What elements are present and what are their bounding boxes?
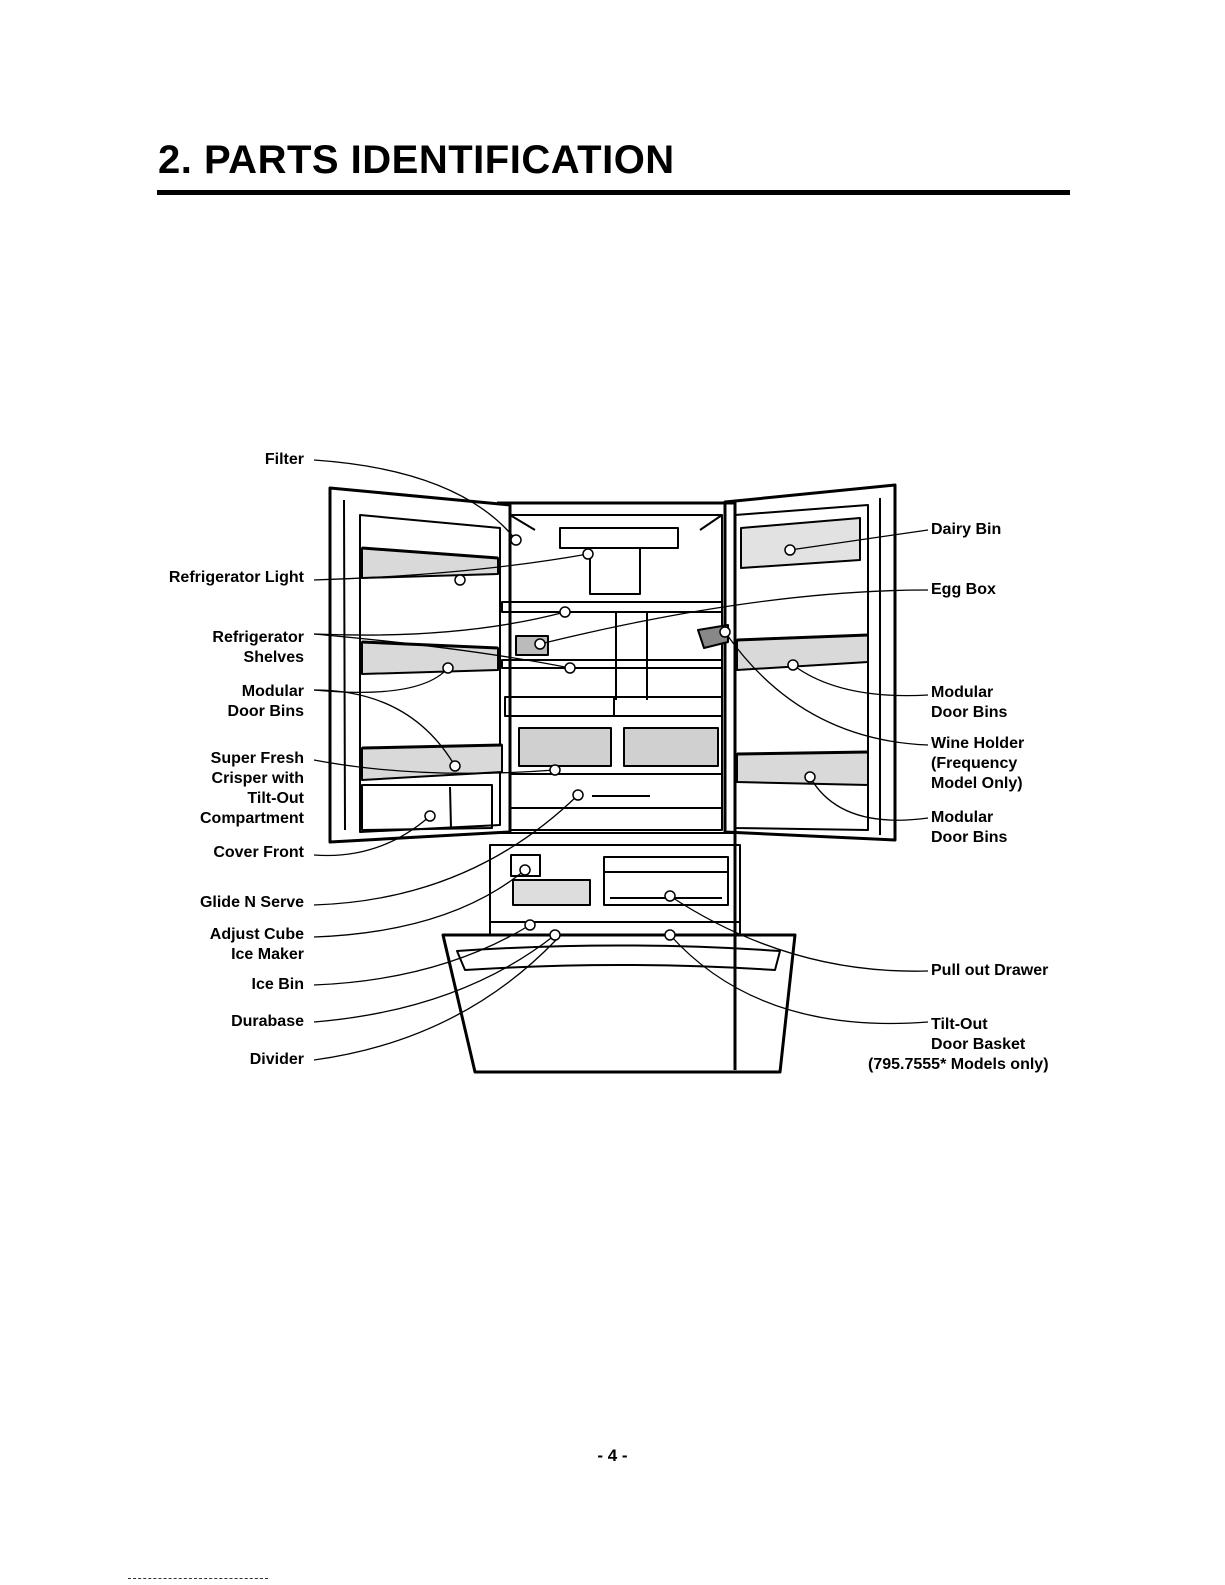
callout-markers (424, 534, 816, 941)
label-refrigerator-light: Refrigerator Light (168, 569, 304, 586)
label-dairy-bin: Dairy Bin (931, 521, 1002, 538)
left-door (328, 486, 512, 844)
leader-lines (313, 459, 929, 1061)
dairy-bin-shape (740, 517, 861, 569)
cover-front-panel (361, 784, 493, 831)
label-cover-front: Cover Front (213, 844, 304, 861)
shelf-lower (501, 659, 723, 669)
door-bin-lower-left (361, 744, 503, 781)
crisper-lid (504, 696, 723, 717)
page-number: - 4 - (597, 1446, 628, 1465)
crisper-right (623, 727, 719, 767)
cabinet (489, 501, 741, 1070)
label-glide-n-serve: Glide N Serve (199, 894, 304, 911)
footer-rule (128, 1578, 268, 1579)
label-tilt-out-door-basket: Tilt-Out Door Basket (795.7555* Models o… (868, 1016, 1049, 1073)
light-housing (559, 527, 679, 549)
label-filter: Filter (264, 451, 304, 468)
title-underline (157, 190, 1070, 195)
label-egg-box: Egg Box (931, 581, 996, 598)
ice-maker (510, 854, 541, 877)
right-door (697, 483, 897, 842)
freezer-drawer (441, 933, 797, 1074)
glide-n-serve-drawer (509, 773, 723, 809)
label-wine-holder: Wine Holder(Frequency Model Only) (931, 735, 1025, 792)
drawer-handle (456, 944, 781, 971)
freezer-basket (603, 856, 729, 906)
label-durabase: Durabase (231, 1013, 304, 1030)
shelf-upper (501, 601, 723, 613)
page-title: 2. PARTS IDENTIFICATION (158, 138, 675, 182)
label-pull-out-drawer: Pull out Drawer (931, 962, 1049, 979)
ice-bin-shape (512, 879, 591, 906)
label-ice-bin: Ice Bin (251, 976, 304, 993)
crisper-left (518, 727, 612, 767)
label-divider: Divider (249, 1051, 304, 1068)
door-bin-lower-right (736, 751, 869, 786)
